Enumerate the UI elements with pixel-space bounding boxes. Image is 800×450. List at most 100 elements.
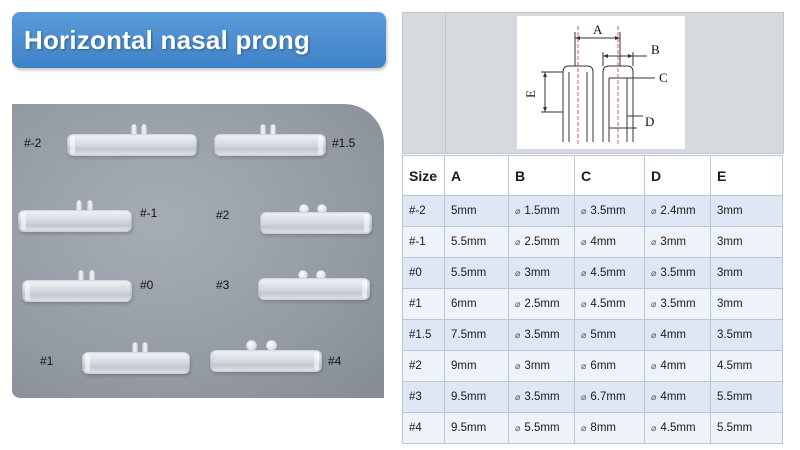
cell-size: #1.5 <box>402 319 445 351</box>
cell-value: #1.5 <box>409 329 432 341</box>
cell-value: 6mm <box>451 298 477 310</box>
cell-value: 4.5mm <box>590 267 626 279</box>
prong-nub <box>89 270 95 284</box>
cell-value: 4.5mm <box>590 298 626 310</box>
cell-b: ⌀5.5mm <box>508 412 575 444</box>
prong-p1 <box>82 336 190 374</box>
prong-tube <box>214 134 326 156</box>
prong-nub <box>270 124 276 138</box>
cell-value: 4mm <box>590 236 616 248</box>
diameter-icon: ⌀ <box>581 392 587 402</box>
diameter-icon: ⌀ <box>651 268 657 278</box>
cell-a: 5mm <box>444 195 509 227</box>
cell-value: 4mm <box>660 360 686 372</box>
cell-e: 5.5mm <box>710 381 783 413</box>
cell-d: ⌀4mm <box>644 319 711 351</box>
dimension-diagram: A B C D E <box>517 16 685 149</box>
cell-value: 3mm <box>717 205 743 217</box>
cell-value: #-2 <box>409 205 426 217</box>
cell-value: 7.5mm <box>451 329 487 341</box>
cell-value: 4mm <box>660 329 686 341</box>
prong-tube <box>210 350 322 372</box>
cell-b: ⌀1.5mm <box>508 195 575 227</box>
cell-size: #-1 <box>402 226 445 258</box>
table-row: #-2 5mm ⌀1.5mm⌀3.5mm⌀2.4mm 3mm <box>402 195 783 227</box>
prong-p4 <box>210 332 322 372</box>
prong-nub <box>131 124 137 138</box>
cell-d: ⌀3.5mm <box>644 257 711 289</box>
title-banner: Horizontal nasal prong <box>12 12 386 68</box>
diameter-icon: ⌀ <box>651 423 657 433</box>
header-a: A <box>444 155 509 196</box>
diameter-icon: ⌀ <box>515 237 521 247</box>
diameter-icon: ⌀ <box>581 423 587 433</box>
dimension-drawing: A B C D E <box>523 22 668 144</box>
product-photo: #-2 #1.5 #-1 #2 #0 #3 <box>12 104 384 398</box>
header-d: D <box>644 155 711 196</box>
prong-nub <box>142 342 148 356</box>
cell-b: ⌀2.5mm <box>508 288 575 320</box>
cell-e: 3mm <box>710 257 783 289</box>
diameter-icon: ⌀ <box>651 299 657 309</box>
prong-nub <box>298 270 308 280</box>
label-size-m1: #-1 <box>140 206 158 220</box>
prong-nub <box>246 340 257 351</box>
label-size-p0: #0 <box>140 278 154 292</box>
cell-c: ⌀4mm <box>574 226 645 258</box>
cell-size: #4 <box>402 412 445 444</box>
cell-a: 7.5mm <box>444 319 509 351</box>
prong-nub <box>266 340 277 351</box>
cell-value: 1.5mm <box>524 205 560 217</box>
prong-tube <box>22 280 132 302</box>
label-size-p15: #1.5 <box>332 136 356 150</box>
diameter-icon: ⌀ <box>651 392 657 402</box>
cell-value: 6mm <box>590 360 616 372</box>
diameter-icon: ⌀ <box>651 237 657 247</box>
cell-value: 5.5mm <box>717 391 753 403</box>
diameter-icon: ⌀ <box>515 299 521 309</box>
cell-value: #0 <box>409 267 422 279</box>
prong-tube <box>260 212 372 234</box>
cell-size: #3 <box>402 381 445 413</box>
cell-value: 2.5mm <box>524 236 560 248</box>
prong-nub <box>299 204 309 214</box>
cell-size: #-2 <box>402 195 445 227</box>
cell-c: ⌀8mm <box>574 412 645 444</box>
cell-value: 2.4mm <box>660 205 696 217</box>
cell-c: ⌀5mm <box>574 319 645 351</box>
cell-value: 5mm <box>451 205 477 217</box>
diagram-label-b: B <box>651 42 660 57</box>
cell-value: 9mm <box>451 360 477 372</box>
cell-e: 3mm <box>710 288 783 320</box>
cell-a: 5.5mm <box>444 257 509 289</box>
cell-value: 3mm <box>524 267 550 279</box>
cell-d: ⌀2.4mm <box>644 195 711 227</box>
cell-value: 4mm <box>660 391 686 403</box>
cell-value: 3mm <box>524 360 550 372</box>
prong-m1 <box>18 192 132 232</box>
cell-size: #2 <box>402 350 445 382</box>
diameter-icon: ⌀ <box>651 330 657 340</box>
cell-value: 5.5mm <box>451 236 487 248</box>
prong-nub <box>317 204 327 214</box>
cell-value: 3.5mm <box>717 329 753 341</box>
cell-c: ⌀6.7mm <box>574 381 645 413</box>
cell-a: 5.5mm <box>444 226 509 258</box>
cell-value: 4.5mm <box>660 422 696 434</box>
prong-tube <box>67 134 197 156</box>
diameter-icon: ⌀ <box>515 268 521 278</box>
prong-tube <box>82 352 190 374</box>
prong-tube <box>258 278 370 300</box>
prong-p2 <box>260 196 372 234</box>
cell-value: 5.5mm <box>451 267 487 279</box>
diagram-label-a: A <box>593 22 603 37</box>
cell-e: 4.5mm <box>710 350 783 382</box>
diameter-icon: ⌀ <box>581 361 587 371</box>
header-size: Size <box>402 155 445 196</box>
cell-c: ⌀3.5mm <box>574 195 645 227</box>
label-size-p1: #1 <box>40 354 54 368</box>
cell-value: 3.5mm <box>524 391 560 403</box>
